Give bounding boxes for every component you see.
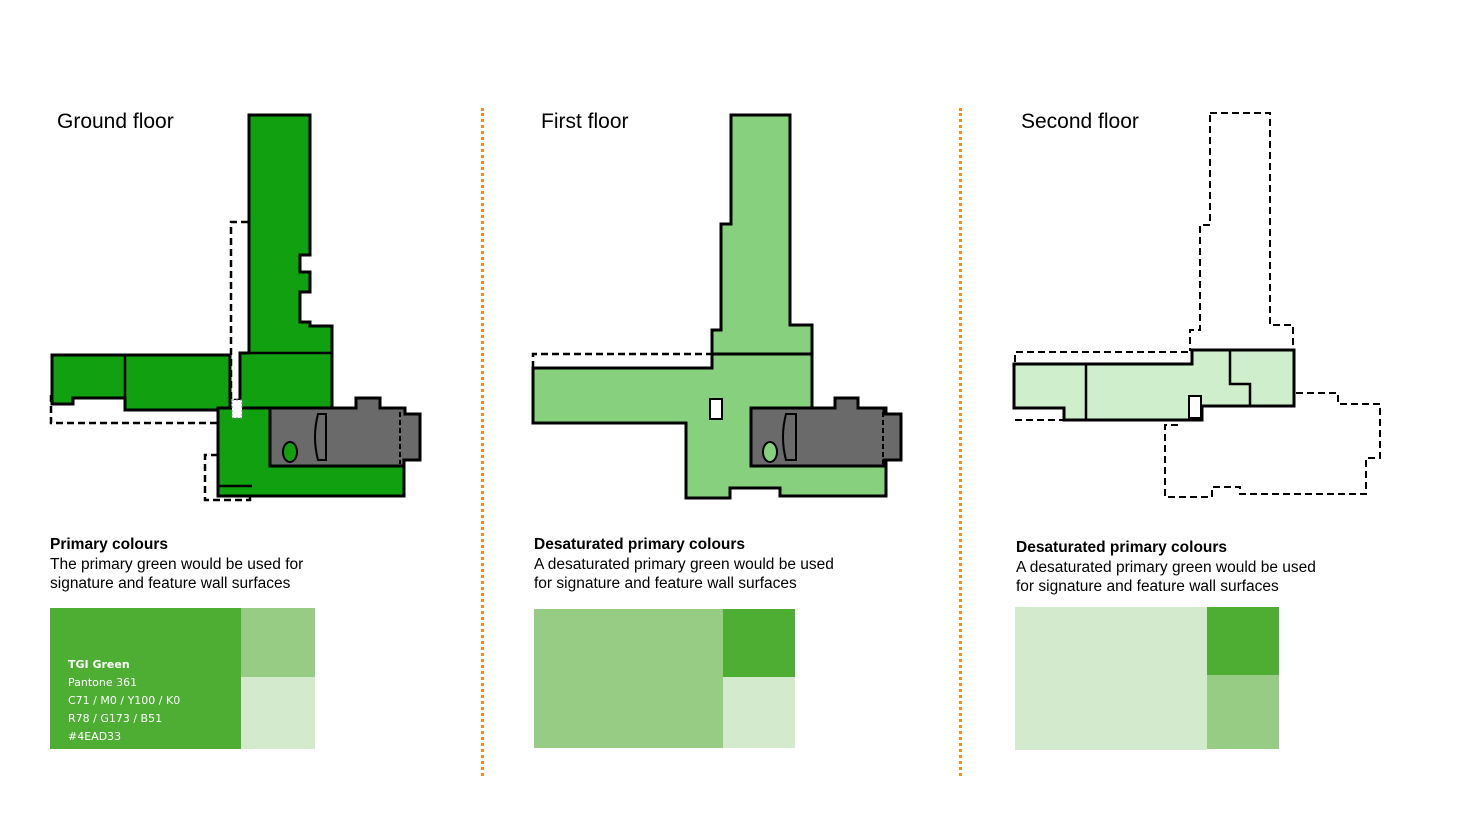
caption-body: The primary green would be used for sign… xyxy=(50,555,304,593)
first-floor-swatch-light xyxy=(723,677,795,748)
swatch-pantone: Pantone 361 xyxy=(68,676,138,689)
second-floor-caption: Desaturated primary colours A desaturate… xyxy=(1016,538,1356,597)
ground-floor-caption: Primary colours The primary green would … xyxy=(50,535,390,594)
second-floor-void xyxy=(1188,395,1202,419)
first-floor-swatch-main xyxy=(534,609,723,748)
swatch-info: TGI Green Pantone 361 C71 / M0 / Y100 / … xyxy=(68,656,180,746)
first-floor-void xyxy=(709,398,723,420)
swatch-hex: #4EAD33 xyxy=(68,730,122,743)
second-floor-swatch-primary xyxy=(1207,607,1279,675)
ground-floor-swatch-light xyxy=(241,677,315,749)
first-floor-caption: Desaturated primary colours A desaturate… xyxy=(534,535,874,594)
ground-floor-swatch-mid xyxy=(241,608,315,677)
first-floor-plan xyxy=(531,113,903,500)
caption-body: A desaturated primary green would be use… xyxy=(534,555,834,593)
ground-floor-dashed-outline-south xyxy=(203,453,252,502)
ground-floor-oval-feature xyxy=(282,441,298,463)
first-floor-green-tower xyxy=(710,113,814,356)
ground-floor-swatch-primary: TGI Green Pantone 361 C71 / M0 / Y100 / … xyxy=(50,608,241,749)
panel-divider-1 xyxy=(481,108,484,776)
second-floor-swatch-main xyxy=(1015,607,1207,750)
ground-floor-green-west-wing xyxy=(50,353,232,412)
swatch-name: TGI Green xyxy=(68,658,130,671)
second-floor-dashed-tower-outline xyxy=(1189,112,1294,351)
swatch-rgb: R78 / G173 / B51 xyxy=(68,712,163,725)
caption-heading: Desaturated primary colours xyxy=(1016,539,1228,556)
swatch-cmyk: C71 / M0 / Y100 / K0 xyxy=(68,694,181,707)
first-floor-title: First floor xyxy=(541,110,629,133)
second-floor-dashed-south-outline xyxy=(1164,392,1381,498)
second-floor-light-green-wing xyxy=(1012,348,1296,422)
caption-body: A desaturated primary green would be use… xyxy=(1016,558,1316,596)
first-floor-oval-feature xyxy=(762,441,778,463)
ground-floor-plan xyxy=(49,113,422,502)
second-floor-title: Second floor xyxy=(1021,110,1139,133)
second-floor-swatch-mid xyxy=(1207,675,1279,749)
caption-heading: Primary colours xyxy=(50,536,169,553)
second-floor-plan xyxy=(1012,112,1381,498)
panel-divider-2 xyxy=(959,108,962,776)
first-floor-swatch-primary xyxy=(723,609,795,677)
ground-floor-green-tower xyxy=(238,113,334,410)
ground-floor-grey-area xyxy=(268,396,422,468)
caption-heading: Desaturated primary colours xyxy=(534,536,746,553)
ground-floor-title: Ground floor xyxy=(57,110,174,133)
